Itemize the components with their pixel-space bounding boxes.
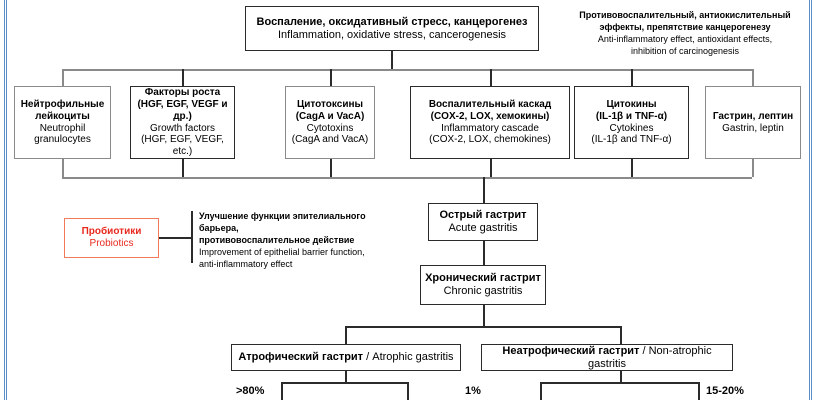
node-neutrophil-en-2: granulocytes	[34, 134, 91, 146]
node-gastrin-leptin: Гастрин, лептин Gastrin, leptin	[705, 86, 801, 159]
node-chronic-gastritis-ru: Хронический гастрит	[425, 272, 541, 285]
leg-bottom-growth	[182, 159, 184, 177]
node-acute-gastritis: Острый гастрит Acute gastritis	[428, 203, 538, 241]
node-growth-factors: Факторы роста (HGF, EGF, VEGF и др.) Gro…	[130, 86, 235, 159]
node-inflammation-title-ru: Воспаление, оксидативный стресс, канцеро…	[256, 15, 528, 28]
leg-top-growth	[182, 69, 184, 86]
connector-non-atrophic-down	[620, 371, 622, 383]
connector-atrophic-down	[345, 371, 347, 383]
page-border-left-rule-2	[6, 0, 7, 400]
node-growth-en-2: (HGF, EGF, VEGF, etc.)	[141, 134, 224, 158]
note-anti-inflammatory-en-1: Anti-inflammatory effect, antioxidant ef…	[597, 33, 773, 44]
node-cascade-ru-2: (COX-2, LOX, хемокины)	[430, 110, 550, 122]
note-anti-inflammatory-en-2: inhibition of carcinogenesis	[630, 45, 740, 56]
connector-chronic-down	[483, 305, 485, 327]
note-probiotics-effect: Улучшение функции эпителиального барьера…	[199, 211, 399, 270]
node-inflammation-title-en: Inflammation, oxidative stress, cancerog…	[277, 28, 507, 41]
node-atrophic-gastritis-sep: /	[363, 351, 373, 364]
node-cytokines-en-2: (IL-1β and TNF-α)	[591, 134, 672, 146]
node-cascade-en-2: (COX-2, LOX, chemokines)	[429, 134, 551, 146]
node-non-atrophic-gastritis-ru: Неатрофический гастрит	[502, 344, 640, 357]
node-neutrophil-en-1: Neutrophil	[39, 122, 86, 134]
leg-top-cytokines	[631, 69, 633, 86]
leg-top-cytotoxins	[330, 69, 332, 86]
node-cytokines-ru-2: (IL-1β и TNF-α)	[595, 110, 668, 122]
page-border-left-rule	[4, 0, 5, 400]
node-cytokines-en-1: Cytokines	[609, 122, 654, 134]
note-probiotics-effect-ru-1: Улучшение функции эпителиального барьера…	[199, 211, 366, 233]
node-atrophic-gastritis-en: Atrophic gastritis	[372, 351, 454, 364]
node-acute-gastritis-en: Acute gastritis	[448, 222, 518, 234]
node-acute-gastritis-ru: Острый гастрит	[439, 209, 527, 222]
connector-acute-to-chronic	[483, 241, 485, 265]
leg-bottom-cytotoxins	[330, 159, 332, 177]
leg-atrophic-child-left	[281, 382, 283, 400]
rule-probiotics-effect	[191, 211, 193, 263]
leg-non-atrophic-child-left	[540, 382, 542, 400]
node-atrophic-gastritis-ru: Атрофический гастрит	[238, 351, 364, 364]
node-inflammatory-cascade: Воспалительный каскад (COX-2, LOX, хемок…	[410, 86, 570, 159]
node-atrophic-gastritis-label: Атрофический гастрит / Atrophic gastriti…	[238, 351, 453, 364]
node-neutrophil-ru-2: лейкоциты	[35, 110, 90, 122]
node-cytokines: Цитокины (IL-1β и TNF-α) Cytokines (IL-1…	[574, 86, 689, 159]
note-probiotics-effect-en-2: anti-inflammatory effect	[199, 258, 293, 269]
leg-bottom-gastrin	[752, 159, 754, 177]
split-bus-atrophic-children	[281, 382, 409, 384]
connector-title-down	[391, 51, 393, 70]
leg-top-gastrin	[752, 69, 754, 86]
connector-probiotics-horizontal	[159, 237, 192, 239]
leg-top-neutrophil	[62, 69, 64, 86]
percent-atrophic-right: 1%	[465, 385, 481, 397]
percent-non-atrophic-right: 15-20%	[706, 385, 744, 397]
node-non-atrophic-gastritis-label: Неатрофический гастрит / Non-atrophic ga…	[485, 345, 729, 371]
leg-bottom-neutrophil	[62, 159, 64, 177]
node-atrophic-gastritis: Атрофический гастрит / Atrophic gastriti…	[231, 344, 461, 371]
note-anti-inflammatory-ru-1: Противовоспалительный, антиокислительный	[579, 10, 791, 20]
node-growth-en-1: Growth factors	[149, 122, 216, 134]
leg-atrophic-child-right	[407, 382, 409, 400]
node-chronic-gastritis-en: Chronic gastritis	[443, 285, 523, 297]
node-cytotoxins-ru-2: (CagA и VacA)	[295, 110, 365, 122]
note-probiotics-effect-en-1: Improvement of epithelial barrier functi…	[199, 246, 365, 257]
node-cytokines-ru-1: Цитокины	[606, 98, 657, 110]
note-anti-inflammatory-ru-2: эффекты, препятствие канцерогенезу	[599, 21, 771, 32]
node-probiotics-ru: Пробиотики	[81, 226, 142, 238]
leg-top-cascade	[490, 69, 492, 86]
node-non-atrophic-gastritis-sep: /	[639, 344, 649, 357]
note-anti-inflammatory: Противовоспалительный, антиокислительный…	[556, 10, 814, 58]
node-probiotics-en: Probiotics	[89, 238, 134, 249]
node-growth-ru-2: (HGF, EGF, VEGF и др.)	[137, 98, 228, 122]
leg-atrophic	[345, 326, 347, 344]
leg-bottom-cascade	[490, 159, 492, 177]
node-gastrin-en-1: Gastrin, leptin	[722, 122, 784, 134]
node-chronic-gastritis: Хронический гастрит Chronic gastritis	[420, 265, 546, 305]
connector-bus-to-acute	[483, 177, 485, 203]
node-growth-ru-1: Факторы роста	[144, 87, 221, 99]
node-cascade-en-1: Inflammatory cascade	[441, 122, 539, 134]
node-neutrophil-ru-1: Нейтрофильные	[20, 98, 105, 110]
page-border-right-rule	[809, 0, 810, 400]
split-bus-non-atrophic-children	[540, 382, 700, 384]
leg-bottom-cytokines	[631, 159, 633, 177]
node-cytotoxins: Цитотоксины (CagA и VacA) Cytotoxins (Ca…	[285, 86, 375, 159]
page-border-right-rule-2	[811, 0, 812, 400]
node-probiotics: Пробиотики Probiotics	[64, 218, 159, 258]
node-cascade-ru-1: Воспалительный каскад	[428, 98, 552, 110]
node-inflammation-title: Воспаление, оксидативный стресс, канцеро…	[245, 6, 539, 51]
node-cytotoxins-en-1: Cytotoxins	[306, 122, 354, 134]
percent-atrophic-left: >80%	[236, 385, 265, 397]
split-bus-gastritis-types	[345, 326, 622, 328]
node-non-atrophic-gastritis: Неатрофический гастрит / Non-atrophic ga…	[481, 344, 733, 371]
node-cytotoxins-ru-1: Цитотоксины	[296, 98, 364, 110]
leg-non-atrophic	[620, 326, 622, 344]
leg-non-atrophic-child-right	[698, 382, 700, 400]
bus-top-horizontal	[62, 69, 752, 71]
node-neutrophil-granulocytes: Нейтрофильные лейкоциты Neutrophil granu…	[14, 86, 111, 159]
node-gastrin-ru-1: Гастрин, лептин	[712, 110, 794, 122]
node-non-atrophic-gastritis-en: Non-atrophic gastritis	[588, 344, 712, 370]
note-probiotics-effect-ru-2: противовоспалительное действие	[199, 234, 355, 245]
bus-bottom-horizontal	[62, 177, 752, 179]
node-cytotoxins-en-2: (CagA and VacA)	[291, 134, 369, 146]
